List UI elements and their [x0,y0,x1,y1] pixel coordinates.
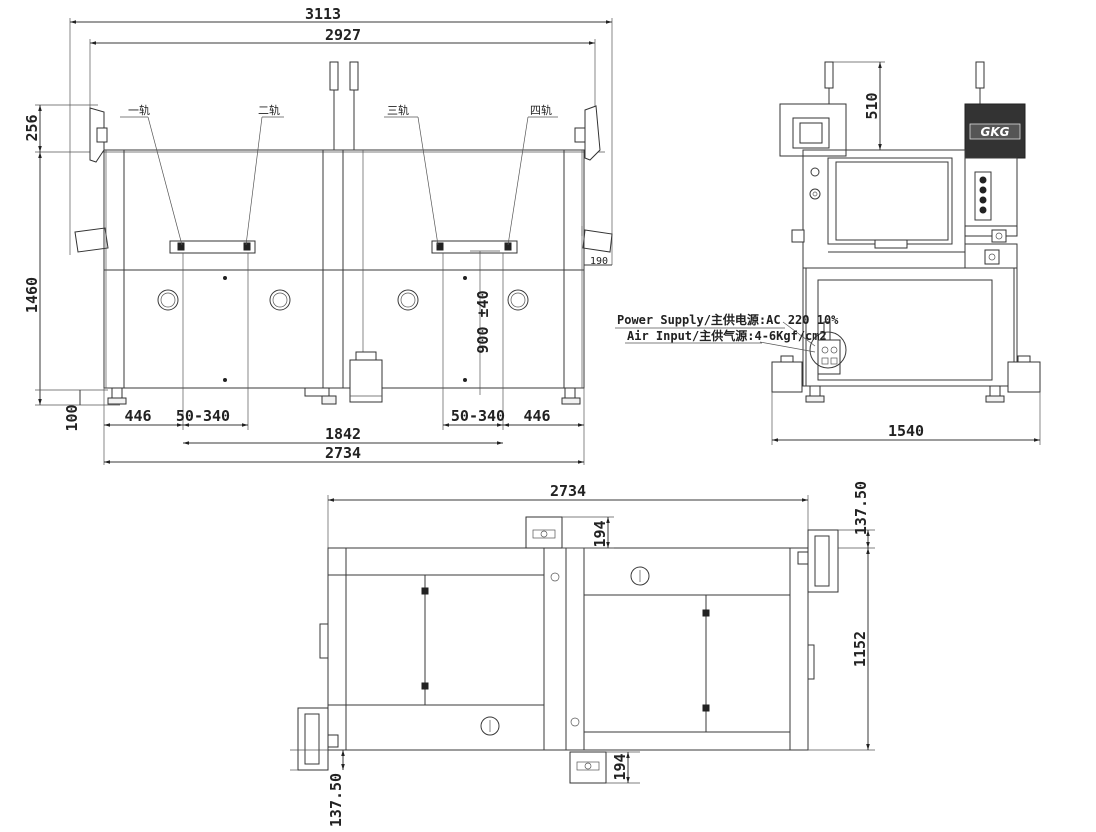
dim-depth: 1152 [851,631,869,667]
dim-bottom-offset: 137.50 [327,773,345,827]
air-input-label: Air Input/主供气源:4-6Kgf/cm2 [627,328,827,343]
dim-top-offset: 137.50 [852,481,870,535]
rail-2-label: 二轨 [258,103,280,117]
power-supply-label: Power Supply/主供电源:AC 220 10% [617,312,839,327]
dim-510: 510 [863,92,881,119]
dim-left-446: 446 [124,407,151,425]
dim-conveyor-height: 900 ±40 [474,290,492,353]
dim-1540: 1540 [888,422,924,440]
dim-190: 190 [590,256,608,267]
dim-foot: 100 [63,404,81,431]
dim-left-range: 50-340 [176,407,230,425]
rail-1-label: 一轨 [128,103,150,117]
dim-256: 256 [23,114,41,141]
side-view: 510 GKG [615,61,1041,445]
front-view: 一轨 二轨 三轨 四轨 190 [23,5,613,465]
dim-right-446: 446 [523,407,550,425]
dim-right-range: 50-340 [451,407,505,425]
rail-3-label: 三轨 [387,103,409,117]
dim-inner-top: 2927 [325,26,361,44]
dim-rail-span: 1842 [325,425,361,443]
dim-top-194: 194 [591,520,609,547]
rail-4-label: 四轨 [530,103,552,117]
brand-logo-text: GKG [981,125,1010,139]
dim-height: 1460 [23,277,41,313]
dim-base-width: 2734 [325,444,361,462]
dim-bottom-194: 194 [611,753,629,780]
dim-top-width: 2734 [550,482,586,500]
top-view: 2734 194 [290,481,875,827]
dim-overall-top: 3113 [305,5,341,23]
